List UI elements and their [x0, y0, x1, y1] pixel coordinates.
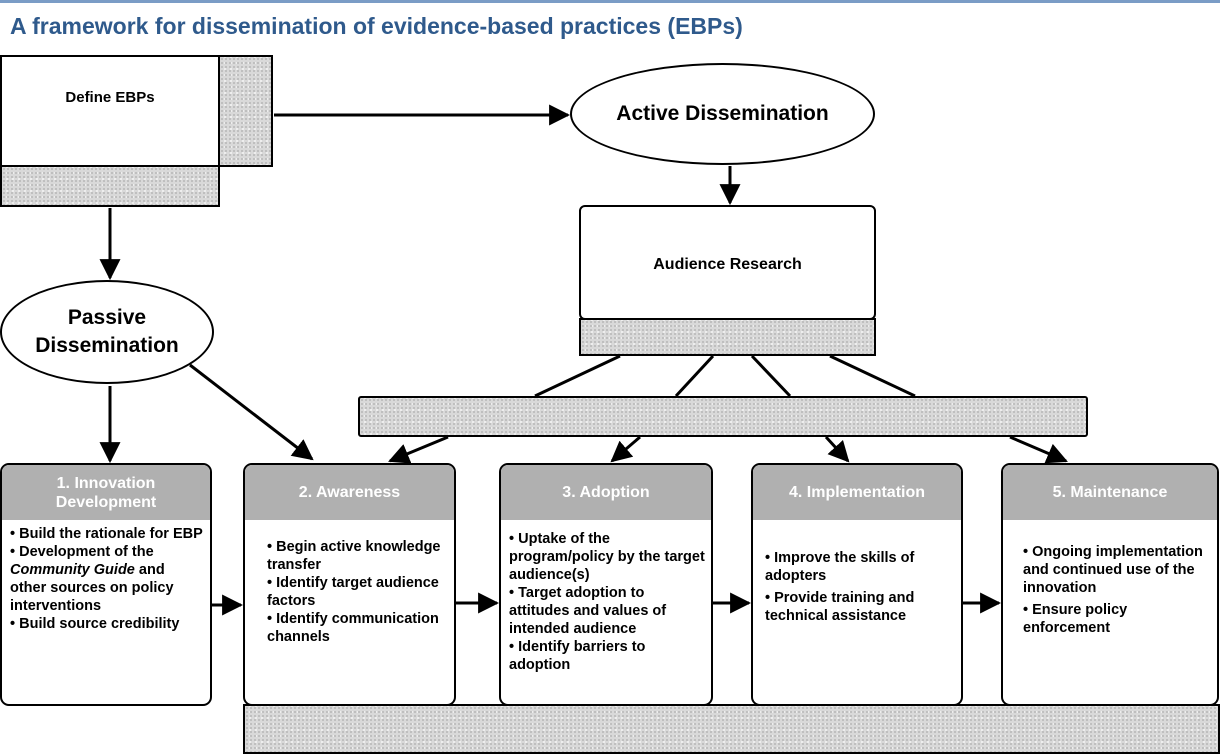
active-dissemination-ellipse: Active Dissemination [570, 63, 875, 165]
stage-2-bullet-2: Identify target audience factors [267, 574, 448, 610]
stage-5-bullet-1: Ongoing implementation and continued use… [1023, 543, 1211, 597]
stage-4-bullets: Improve the skills of adopters Provide t… [765, 549, 955, 625]
stage-3-body: Uptake of the program/policy by the targ… [501, 520, 711, 704]
stage-3-bullet-1: Uptake of the program/policy by the targ… [509, 530, 705, 584]
stage-1-bullet-3: Build source credibility [10, 615, 204, 633]
define-ebps-box: Define EBPs [0, 55, 220, 167]
passive-dissemination-line2: Dissemination [35, 334, 179, 357]
stage-2-bullet-3: Identify communication channels [267, 610, 448, 646]
stage-4-body: Improve the skills of adopters Provide t… [753, 520, 961, 704]
stage-5-header: 5. Maintenance [1003, 465, 1217, 520]
stage-awareness: 2. Awareness Begin active knowledge tran… [243, 463, 456, 706]
stage-3-header: 3. Adoption [501, 465, 711, 520]
stage-1-header: 1. Innovation Development [2, 465, 210, 520]
distribution-bar [358, 396, 1088, 437]
stage-4-bullet-1: Improve the skills of adopters [765, 549, 955, 585]
line-research-to-bar-1 [534, 354, 621, 398]
audience-research-shadow [579, 318, 876, 356]
stage-innovation-development: 1. Innovation Development Build the rati… [0, 463, 212, 706]
bottom-bar [243, 704, 1220, 754]
stage-4-bullet-2: Provide training and technical assistanc… [765, 589, 955, 625]
audience-research-label: Audience Research [653, 256, 802, 273]
arrow-bar-to-stage3 [610, 435, 641, 463]
stage-3-bullet-2: Target adoption to attitudes and values … [509, 584, 705, 638]
stage-2-bullets: Begin active knowledge transfer Identify… [267, 538, 448, 646]
passive-dissemination-line1: Passive [67, 306, 147, 329]
stage-3-bullet-3: Identify barriers to adoption [509, 638, 705, 674]
audience-research-box: Audience Research [579, 205, 876, 320]
active-dissemination-label: Active Dissemination [616, 102, 829, 125]
define-ebps-shadow-right [218, 55, 273, 167]
stage-implementation: 4. Implementation Improve the skills of … [751, 463, 963, 706]
line-research-to-bar-3 [750, 354, 792, 398]
define-ebps-label: Define EBPs [65, 89, 155, 106]
stage-3-bullets: Uptake of the program/policy by the targ… [509, 530, 705, 674]
stage-4-header: 4. Implementation [753, 465, 961, 520]
passive-dissemination-ellipse: Passive Dissemination [0, 280, 214, 384]
top-rule [0, 0, 1220, 3]
community-guide-italic: Community Guide [10, 562, 135, 578]
stage-2-bullet-1: Begin active knowledge transfer [267, 538, 448, 574]
stage-5-body: Ongoing implementation and continued use… [1003, 520, 1217, 704]
arrow-passive-to-stage2 [189, 363, 314, 461]
line-research-to-bar-4 [829, 354, 916, 398]
define-ebps-shadow-bottom [0, 165, 220, 207]
page-title: A framework for dissemination of evidenc… [10, 13, 743, 39]
stage-1-bullet-1: Build the rationale for EBP [10, 525, 204, 543]
stage-2-body: Begin active knowledge transfer Identify… [245, 520, 454, 704]
stage-2-header: 2. Awareness [245, 465, 454, 520]
stage-maintenance: 5. Maintenance Ongoing implementation an… [1001, 463, 1219, 706]
stage-1-body: Build the rationale for EBP Development … [2, 520, 210, 704]
arrow-bar-to-stage4 [824, 435, 850, 463]
line-research-to-bar-2 [674, 354, 715, 398]
stage-5-bullet-2: Ensure policy enforcement [1023, 601, 1211, 637]
stage-1-bullet-2: Development of the Community Guide and o… [10, 543, 204, 615]
stage-5-bullets: Ongoing implementation and continued use… [1023, 543, 1211, 637]
stage-1-bullets: Build the rationale for EBP Development … [10, 525, 204, 633]
arrow-bar-to-stage5 [1009, 435, 1068, 464]
stage-adoption: 3. Adoption Uptake of the program/policy… [499, 463, 713, 706]
arrow-bar-to-stage2 [388, 435, 449, 464]
